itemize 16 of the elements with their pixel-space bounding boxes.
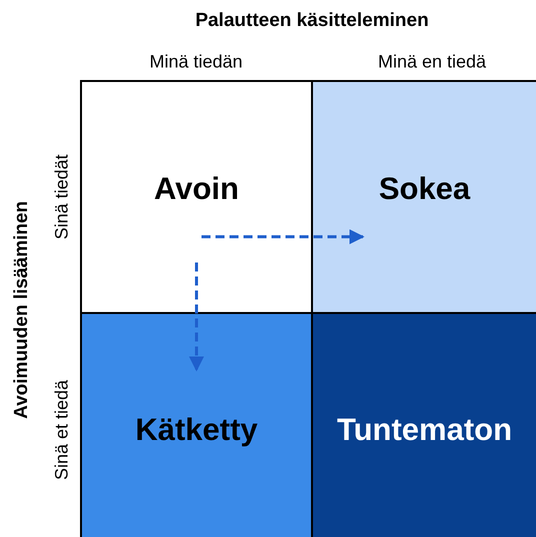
quadrant-box: [311, 80, 536, 314]
axis-label: Sinä et tiedä: [52, 380, 72, 480]
quadrant-box: [311, 312, 536, 537]
axis-label: Minä en tiedä: [378, 52, 486, 72]
quadrant-label: Sokea: [378, 171, 470, 207]
axis-label: Minä tiedän: [149, 52, 243, 72]
quadrant-label: Tuntematon: [336, 412, 512, 448]
axis-title: Avoimuuden lisääminen: [11, 201, 33, 419]
quadrant-box: [80, 312, 313, 537]
quadrant-label: Kätketty: [135, 412, 258, 448]
quadrant-label: Avoin: [154, 171, 239, 207]
dashed-arrow: [202, 229, 364, 244]
dashed-arrow: [189, 262, 204, 372]
quadrant-box: [80, 80, 313, 314]
axis-label: Sinä tiedät: [52, 154, 72, 240]
title: Palautteen käsitteleminen: [194, 10, 430, 32]
